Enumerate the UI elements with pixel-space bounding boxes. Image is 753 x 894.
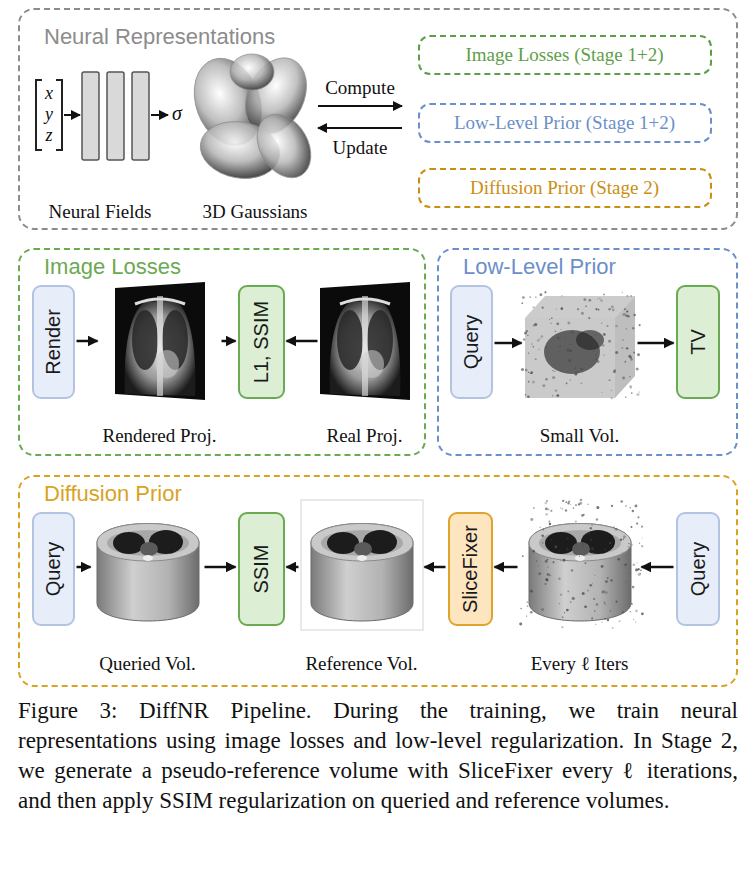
- box-label: L1, SSIM: [249, 300, 273, 382]
- arrow-connector: [425, 566, 446, 569]
- image-caption: Rendered Proj.: [103, 425, 217, 448]
- image-caption: Every ℓ Iters: [531, 653, 629, 676]
- stage-box: Diffusion Prior (Stage 2): [418, 168, 712, 208]
- image-node: Queried Vol.: [93, 505, 203, 676]
- image-node: Real Proj.: [320, 282, 410, 448]
- small-volume: [521, 291, 641, 399]
- image-caption: Reference Vol.: [305, 653, 417, 676]
- volume-images: [97, 499, 644, 630]
- box-label: Query: [41, 541, 65, 595]
- figure-caption: Figure 3: DiffNR Pipeline. During the tr…: [18, 696, 738, 816]
- stage-label: Low-Level Prior (Stage 1+2): [454, 111, 675, 134]
- arrow-connector: [495, 566, 518, 569]
- image-node: Reference Vol.: [301, 505, 423, 676]
- image-node: Small Vol.: [524, 290, 636, 448]
- panel-heading: Neural Representations: [44, 24, 275, 50]
- box-label: Query: [459, 314, 483, 368]
- image-caption: Queried Vol.: [99, 653, 195, 676]
- process-box: Query: [450, 285, 493, 399]
- arrow-connector: [77, 340, 98, 343]
- arrow-connector: [205, 566, 236, 569]
- stage-box: Low-Level Prior (Stage 1+2): [418, 103, 712, 143]
- annotation-label: Compute: [325, 77, 395, 100]
- arrow-connector: [638, 342, 674, 345]
- annotation-label: σ: [172, 101, 182, 125]
- stage-label: Diffusion Prior (Stage 2): [470, 176, 659, 199]
- compute-update-arrows: [318, 106, 402, 128]
- box-label: Render: [41, 309, 65, 375]
- annotation-label: x: [45, 83, 53, 105]
- arrow-connector: [287, 340, 318, 343]
- process-box: Query: [676, 512, 720, 626]
- panel-heading: Diffusion Prior: [44, 481, 182, 507]
- box-label: TV: [686, 329, 710, 355]
- panel-heading: Low-Level Prior: [463, 254, 616, 280]
- image-node: Every ℓ Iters: [520, 505, 640, 676]
- process-box: SliceFixer: [448, 512, 493, 626]
- process-box: Render: [32, 285, 75, 399]
- annotation-label: y: [45, 104, 53, 126]
- arrow-connector: [642, 566, 674, 569]
- panel-heading: Image Losses: [44, 254, 181, 280]
- arrow-connector: [287, 566, 299, 569]
- group-panel: QuerySmall Vol. TV Low-Level Prior: [437, 248, 738, 456]
- box-label: Query: [686, 541, 710, 595]
- process-box: SSIM: [238, 512, 285, 626]
- box-label: SliceFixer: [458, 525, 482, 613]
- neural-field-illustration: [36, 72, 168, 160]
- annotation-label: 3D Gaussians: [202, 201, 307, 224]
- group-panel: RenderRendered Proj. L1, SSIM Real Proj. Im…: [18, 248, 426, 456]
- process-box: Query: [32, 512, 75, 626]
- box-label: SSIM: [249, 544, 273, 593]
- image-caption: Small Vol.: [540, 425, 620, 448]
- arrow-connector: [495, 342, 522, 345]
- image-node: Rendered Proj.: [100, 282, 220, 448]
- stage-box: Image Losses (Stage 1+2): [418, 35, 712, 75]
- group-panel: Image Losses (Stage 1+2) Low-Level Prior …: [18, 8, 738, 230]
- annotation-label: z: [45, 125, 52, 147]
- process-box: TV: [676, 285, 720, 399]
- projection-images: [115, 282, 410, 400]
- arrow-connector: [77, 566, 91, 569]
- annotation-label: Update: [333, 137, 388, 160]
- annotation-label: Neural Fields: [49, 201, 152, 224]
- image-caption: Real Proj.: [327, 425, 403, 448]
- process-box: L1, SSIM: [238, 285, 285, 399]
- group-panel: QueryQueried Vol. SSIM Reference Vol. Slice…: [18, 475, 738, 687]
- stage-label: Image Losses (Stage 1+2): [465, 43, 663, 66]
- arrow-connector: [222, 340, 236, 343]
- gaussian-illustration: [183, 48, 322, 188]
